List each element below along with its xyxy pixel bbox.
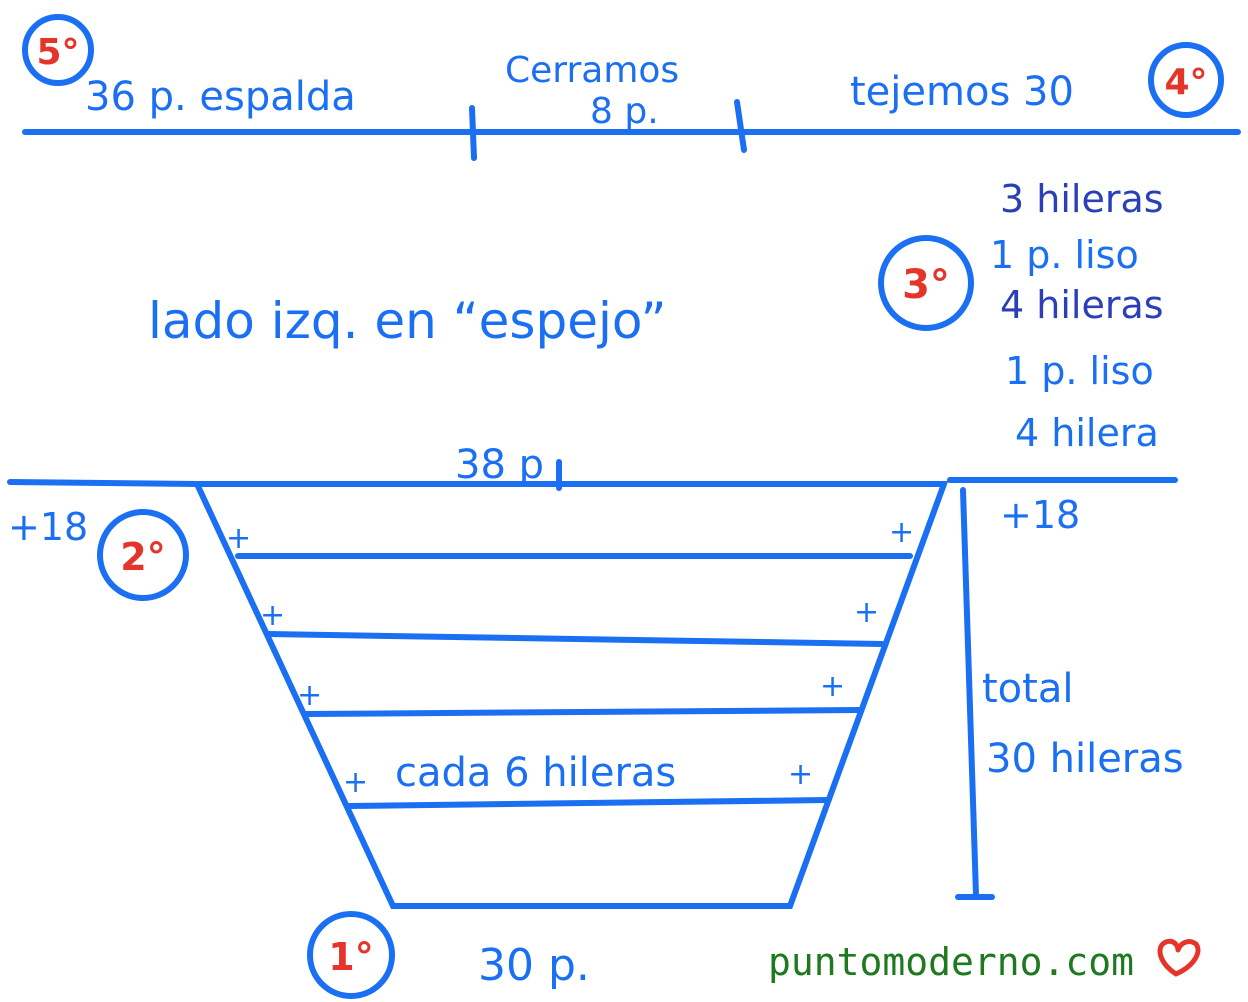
heart-icon <box>1157 938 1201 977</box>
cast-off-label: Cerramos <box>505 50 679 91</box>
step3-item-2: 1 p. liso <box>990 233 1139 277</box>
row-line-2 <box>265 631 885 647</box>
right-increase-label: +18 <box>1000 493 1080 537</box>
left-increase-label: +18 <box>8 505 88 549</box>
step-4-circle <box>1148 42 1224 118</box>
mirror-note: lado izq. en “espejo” <box>148 292 667 350</box>
plus-right-2: + <box>854 595 879 630</box>
step3-item-1: 3 hileras <box>1000 177 1164 221</box>
left-tick <box>469 105 477 161</box>
right-tick <box>734 99 747 153</box>
step-2-number: 2° <box>120 535 165 579</box>
step-5-circle <box>22 14 94 86</box>
plus-right-3: + <box>820 669 845 704</box>
step-2-circle <box>97 509 189 601</box>
step-5-number: 5° <box>36 32 79 73</box>
trapezoid-bottom-label: 30 p. <box>478 940 590 991</box>
plus-left-4: + <box>343 765 368 800</box>
step-1-circle <box>307 911 395 999</box>
plus-right-1: + <box>889 515 914 550</box>
knit-30-label: tejemos 30 <box>850 69 1074 115</box>
row-line-4 <box>345 797 831 809</box>
step-4-number: 4° <box>1164 62 1207 103</box>
step3-item-5: 4 hilera <box>1015 411 1159 455</box>
trapezoid-top-label: 38 p <box>455 442 544 488</box>
plus-left-1: + <box>226 521 251 556</box>
cast-off-count: 8 p. <box>590 91 659 132</box>
plus-right-4: + <box>788 757 813 792</box>
back-stitches-label: 36 p. espalda <box>85 74 356 120</box>
left-shoulder-line <box>7 479 200 487</box>
step-3-number: 3° <box>902 262 950 308</box>
total-height-line <box>960 487 979 898</box>
step-1-number: 1° <box>328 935 373 979</box>
total-label: total <box>982 666 1073 712</box>
trapezoid-piece <box>192 481 949 909</box>
site-label: puntomoderno.com <box>768 940 1134 984</box>
step3-item-3: 4 hileras <box>1000 283 1164 327</box>
row-line-3 <box>302 707 863 717</box>
step-3-circle <box>878 235 974 331</box>
every-6-rows-label: cada 6 hileras <box>395 750 676 796</box>
step3-item-4: 1 p. liso <box>1005 349 1154 393</box>
total-rows-label: 30 hileras <box>986 736 1184 782</box>
plus-left-3: + <box>297 678 322 713</box>
plus-left-2: + <box>260 598 285 633</box>
